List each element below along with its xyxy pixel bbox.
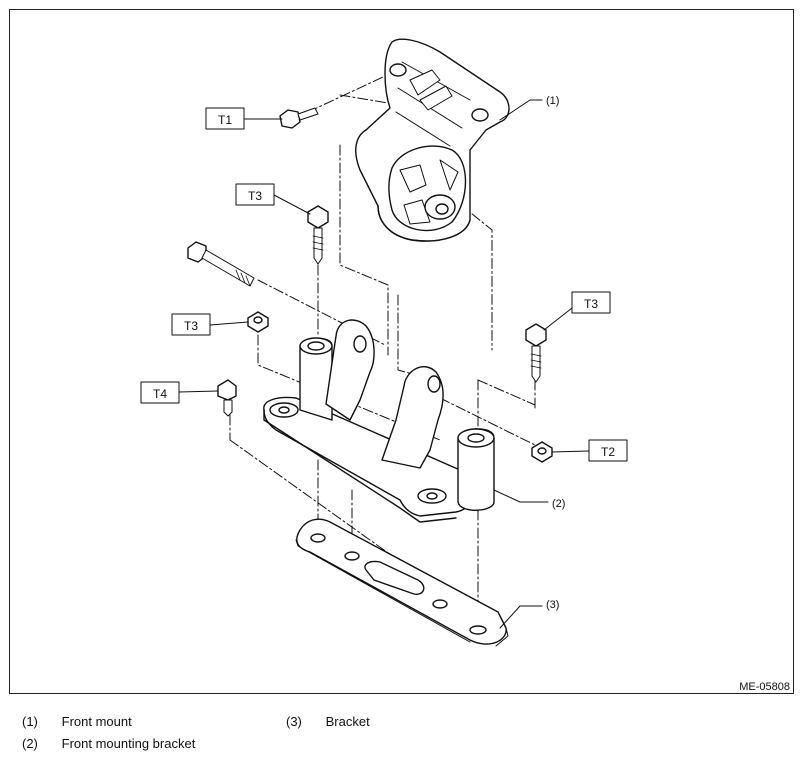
torque-box-t1: T1 [205,107,283,130]
callout-2: (2) [552,498,565,510]
legend-label: Front mount [61,714,132,729]
legend-label: Bracket [325,714,370,729]
torque-label-t1: T1 [218,113,232,127]
nut-t2 [531,441,553,463]
torque-box-t3-upper: T3 [235,183,311,215]
front-mounting-bracket [263,319,495,523]
legend-number: (3) [286,714,302,729]
legend-number: (2) [22,736,38,751]
front-mount [355,38,510,242]
bracket-plate [295,518,509,647]
torque-label-t4: T4 [153,387,167,401]
torque-label-t3-right: T3 [584,297,598,311]
bolt-t1 [279,107,319,129]
legend-item-3: (3) Bracket [286,714,370,729]
exploded-diagram: T1 T3 T3 T4 T3 T2 (1) (2) (3) [140,38,628,647]
torque-label-t2: T2 [601,445,615,459]
torque-box-t2: T2 [551,439,628,462]
nut-t3-left [247,311,269,333]
torque-box-t3-right: T3 [543,291,611,331]
torque-box-t4: T4 [140,381,219,404]
bolt-t3-upper [307,205,329,265]
legend-item-1: (1) Front mount [22,714,132,729]
torque-box-t3-left: T3 [171,313,249,336]
legend-number: (1) [22,714,38,729]
callout-3: (3) [546,599,559,611]
figure-id: ME-05808 [739,681,790,693]
bolt-t3-right [525,323,547,383]
torque-label-t3-upper: T3 [248,189,262,203]
torque-label-t3-left: T3 [184,319,198,333]
bolt-t4 [217,379,237,417]
legend-item-2: (2) Front mounting bracket [22,736,195,751]
long-stud [187,241,255,287]
callout-1: (1) [546,95,559,107]
callout-leaders [493,99,549,629]
legend-label: Front mounting bracket [61,736,196,751]
